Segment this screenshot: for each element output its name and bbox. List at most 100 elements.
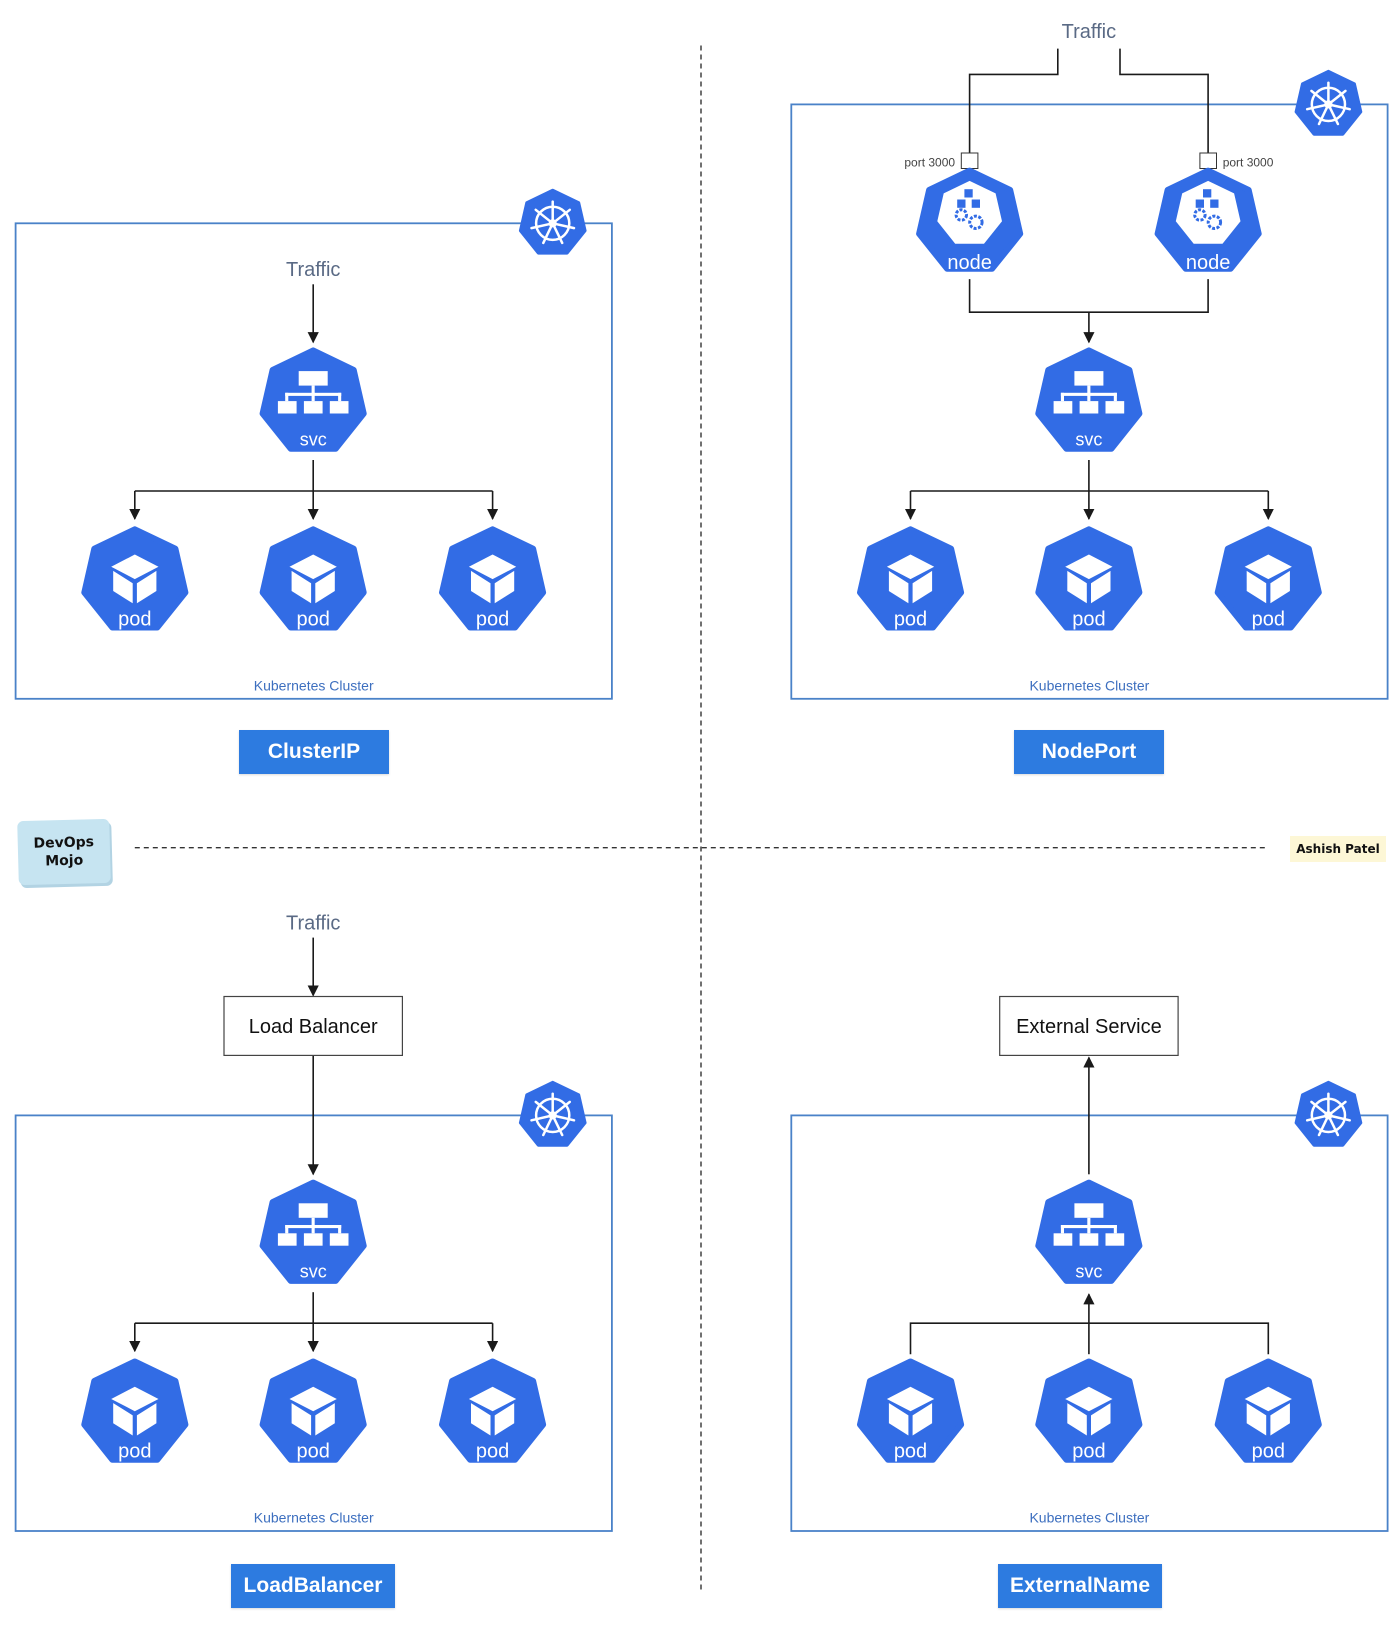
node-gear (1193, 208, 1207, 222)
svc-box-right (329, 1233, 349, 1246)
svc-leg-mid (1087, 1225, 1091, 1234)
svc-leg-right (338, 1225, 342, 1234)
node-inner (1175, 180, 1241, 244)
kubernetes-helm-icon (1294, 1080, 1363, 1147)
cube-top (886, 554, 935, 580)
cube-right (1270, 1403, 1290, 1436)
helm-spoke (1317, 1114, 1330, 1137)
svc-box-left (277, 401, 297, 414)
helm-spoke (542, 1114, 554, 1137)
node-join (968, 279, 1209, 313)
pod-label: pod (1072, 1441, 1105, 1463)
svc-leg-mid (311, 392, 315, 402)
svc-box-left (1053, 401, 1073, 414)
cube-left (291, 570, 312, 604)
port-label-left: port 3000 (904, 155, 955, 169)
svc-box-mid (1079, 1233, 1099, 1246)
helm-spoke (551, 222, 564, 245)
pod-cube-icon (1244, 554, 1292, 604)
svc-leg-right (1113, 1225, 1117, 1234)
load-balancer-box (223, 995, 403, 1057)
cube-right (1270, 570, 1290, 604)
pod-cube-icon (289, 554, 337, 604)
node-box (957, 199, 966, 208)
node-gear (1206, 214, 1223, 231)
helm-spoke (1327, 1114, 1340, 1137)
external-service-box (999, 995, 1179, 1057)
banner-clusterip: ClusterIP (239, 730, 389, 774)
node-gear (968, 214, 984, 231)
cube-left (1246, 1403, 1267, 1436)
svc-stem (1087, 1217, 1091, 1228)
pod-label: pod (894, 608, 927, 630)
cube-top (289, 554, 337, 580)
svc-stem (1087, 385, 1091, 395)
cube-left (471, 570, 491, 604)
svc-box-right (329, 401, 349, 414)
cube-right (136, 570, 157, 604)
kubernetes-helm-icon (518, 1080, 587, 1147)
svc-leg-mid (311, 1225, 315, 1234)
svc-box-mid (303, 401, 323, 414)
helm-spoke (530, 1114, 554, 1122)
pod-cube-icon (111, 554, 159, 604)
cube-right (315, 570, 335, 604)
cube-right (494, 570, 515, 604)
helm-spoke (551, 1114, 564, 1137)
svc-leg-left (1060, 392, 1064, 402)
node-inner (937, 180, 1002, 244)
cluster-box (14, 222, 613, 700)
cube-top (111, 554, 159, 580)
helm-spoke (551, 1114, 576, 1122)
svc-box-right (1105, 1233, 1125, 1246)
cube-right (1091, 570, 1111, 604)
cluster-label: Kubernetes Cluster (1029, 678, 1149, 694)
banner-loadbalancer: LoadBalancer (231, 1564, 395, 1608)
svc-box-left (277, 1233, 297, 1246)
pod-label: pod (1252, 608, 1285, 630)
cube-left (113, 570, 133, 604)
service-icon (1053, 1203, 1125, 1246)
helm-spoke (1327, 1100, 1347, 1117)
cube-right (315, 1403, 335, 1436)
traffic-label: Traffic (286, 912, 340, 934)
port-marker (960, 152, 979, 169)
pod-cube-icon (1065, 554, 1113, 604)
helm-spoke (551, 1100, 572, 1117)
cube-top (886, 1386, 935, 1412)
banner-nodeport: NodePort (1014, 730, 1164, 774)
node-label: node (947, 252, 992, 274)
svc-box-mid (303, 1233, 323, 1246)
helm-spoke (551, 208, 572, 225)
cube-left (1067, 1403, 1087, 1436)
cube-top (1065, 554, 1113, 580)
cube-left (113, 1403, 133, 1436)
helm-spoke (1310, 89, 1330, 106)
devops-logo-line2: Mojo (45, 852, 84, 870)
helm-spoke (1327, 103, 1340, 126)
pod-label: pod (894, 1441, 927, 1463)
cube-left (1246, 570, 1267, 604)
svc-label: svc (1075, 430, 1102, 450)
helm-spoke (534, 208, 554, 225)
helm-spoke (530, 222, 554, 230)
port-label-right: port 3000 (1223, 155, 1274, 169)
svc-leg-left (285, 392, 289, 402)
cluster-label: Kubernetes Cluster (254, 678, 374, 694)
cluster-label: Kubernetes Cluster (254, 1510, 374, 1526)
load-balancer-box-label: Load Balancer (249, 1016, 378, 1038)
cube-top (111, 1386, 159, 1412)
svc-leg-right (1113, 392, 1117, 402)
svc-top-box (298, 371, 328, 386)
helm-spoke (1305, 1114, 1330, 1122)
kubernetes-helm-icon (518, 188, 587, 255)
pod-cube-icon (289, 1386, 337, 1436)
pod-label: pod (297, 1441, 330, 1463)
svc-leg-left (285, 1225, 289, 1234)
cube-top (468, 554, 517, 580)
cube-right (912, 1403, 933, 1436)
svc-box-right (1105, 401, 1125, 414)
cube-left (1067, 570, 1087, 604)
